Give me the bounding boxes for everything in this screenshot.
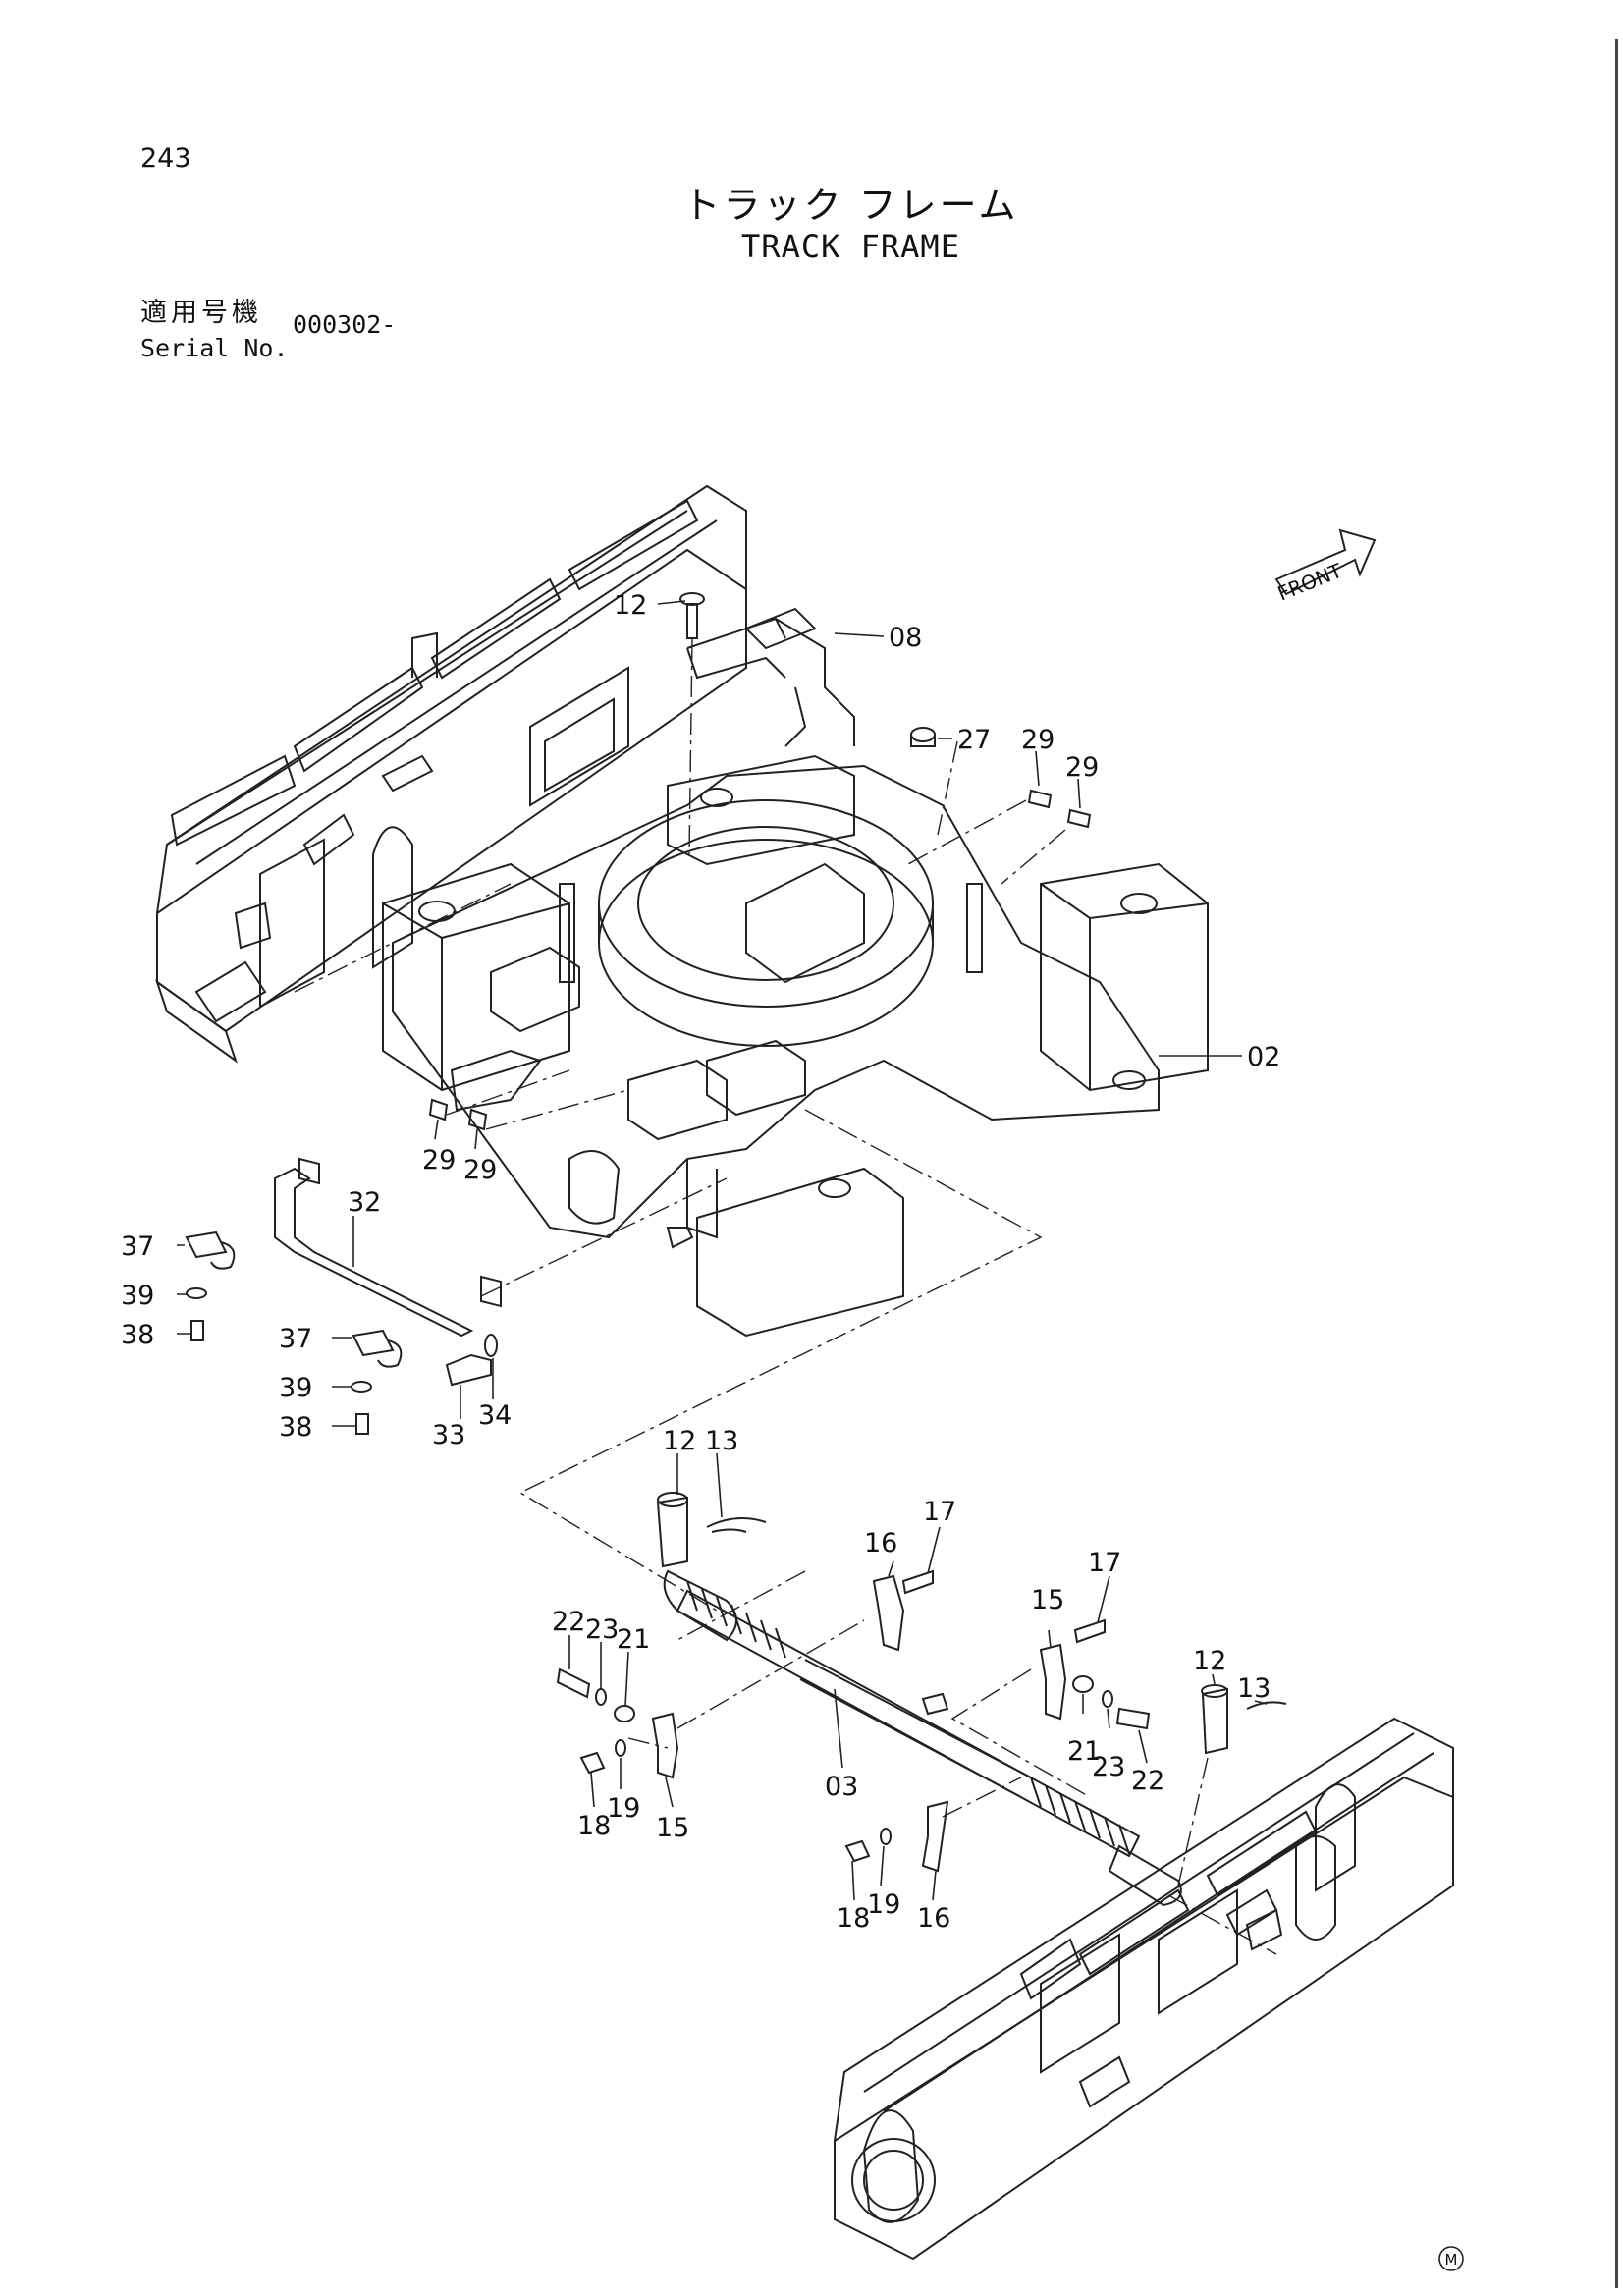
callout-13-b: 13 [1237,1673,1271,1704]
callout-16-a: 16 [864,1528,897,1558]
callout-15-a: 15 [1031,1585,1064,1615]
callout-21-b: 21 [1067,1736,1101,1767]
callout-13-a: 13 [705,1426,738,1456]
callout-38-a: 38 [121,1320,154,1350]
callout-38-b: 38 [279,1412,312,1443]
leader-lines [177,600,1268,1901]
alignment-lines [294,637,1277,1955]
callout-17-a: 17 [923,1497,956,1527]
callout-29-d: 29 [463,1155,497,1185]
callout-18-a: 18 [577,1811,611,1841]
callout-29-a: 29 [1021,725,1055,755]
callout-03: 03 [825,1772,858,1802]
callout-15-b: 15 [656,1813,689,1843]
page-number: 243 [140,143,191,174]
center-frame [382,754,1209,1338]
callout-02: 02 [1247,1042,1280,1072]
serial-number-value: 000302- [293,310,397,339]
callout-37-a: 37 [121,1231,154,1262]
callout-29-b: 29 [1065,752,1099,783]
callout-08: 08 [889,623,922,653]
callout-12-a: 12 [663,1426,696,1456]
callout-23-b: 23 [1092,1752,1125,1782]
callout-12-b: 12 [1193,1646,1226,1676]
page-title-japanese: トラック フレーム [682,184,1019,227]
page-title-english: TRACK FRAME [741,228,960,265]
hardware-parts [185,528,1377,1873]
callout-34: 34 [478,1400,512,1431]
callout-22-a: 22 [552,1607,585,1637]
callout-27: 27 [957,725,991,755]
page-edge-line [1615,39,1618,2288]
callout-23-a: 23 [585,1614,619,1645]
callout-19-b: 19 [867,1889,900,1920]
callout-16-b: 16 [917,1903,950,1934]
callout-32: 32 [348,1187,381,1218]
adjuster-spring-left [686,1580,786,1659]
corner-mark-letter: M [1445,2251,1458,2269]
callout-29-c: 29 [422,1145,456,1175]
corner-mark: M [1438,2246,1464,2271]
callout-39-a: 39 [121,1281,154,1311]
callout-21-a: 21 [617,1624,650,1655]
callout-22-b: 22 [1131,1766,1164,1796]
callout-33: 33 [432,1420,465,1450]
callout-37-b: 37 [279,1324,312,1354]
adjuster-spring-right [1030,1777,1130,1855]
callout-09: 12 [614,590,647,621]
callout-18-b: 18 [837,1903,870,1934]
callout-19-a: 19 [607,1793,640,1824]
serial-label-japanese: 適用号機 [140,298,262,328]
right-track-frame [834,1717,1454,2261]
left-track-frame [155,484,747,1064]
callout-39-b: 39 [279,1373,312,1403]
front-direction-arrow [1274,528,1377,596]
callout-17-b: 17 [1088,1548,1121,1578]
serial-label-english: Serial No. [140,334,289,362]
